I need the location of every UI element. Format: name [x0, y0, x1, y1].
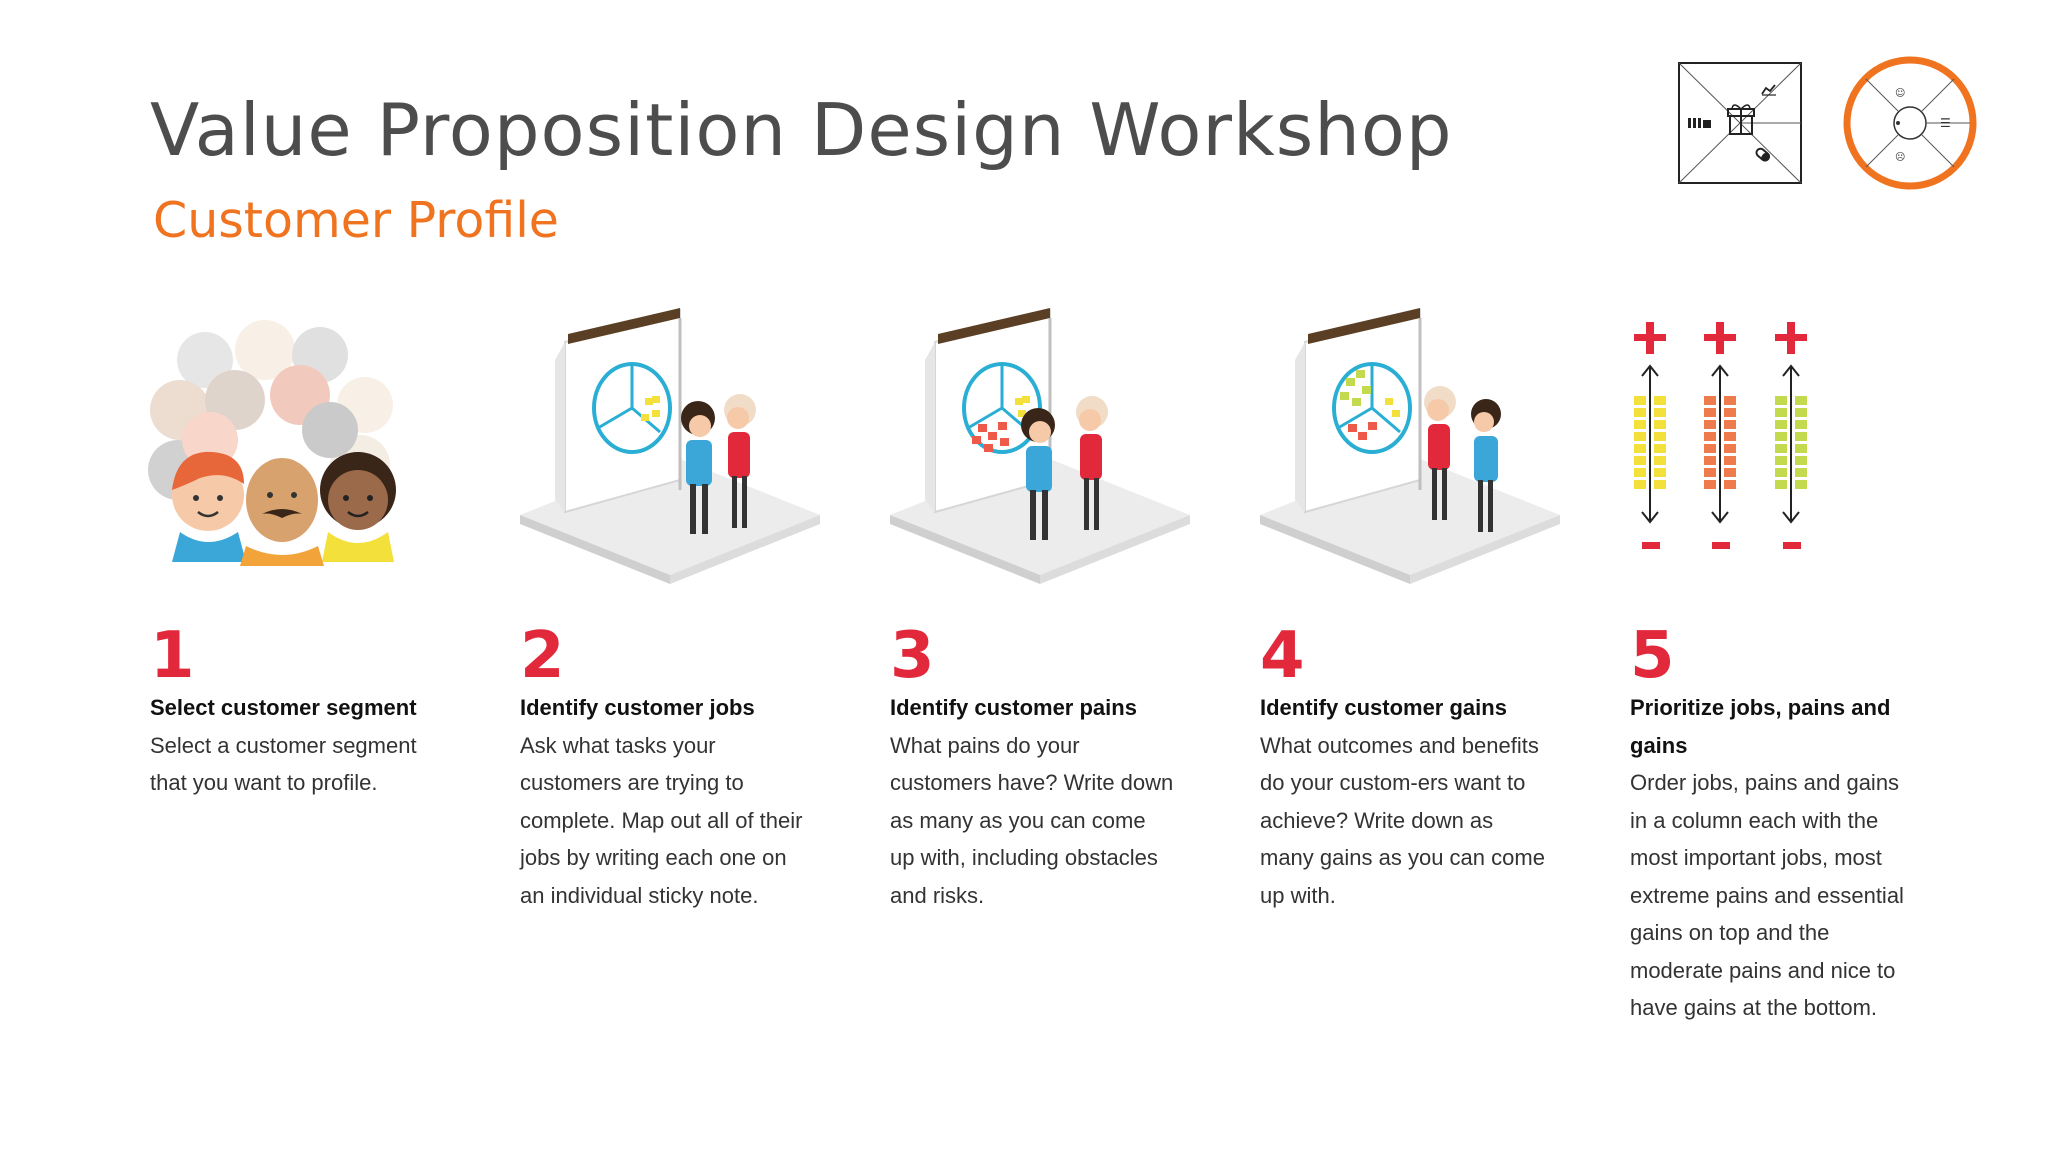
step-description: Ask what tasks your customers are trying…: [520, 732, 803, 908]
customer-profile-icon: ☺ ☹ ☰: [1843, 56, 1977, 190]
step-1-text: Select customer segment Select a custome…: [150, 689, 425, 802]
step-5-text: Prioritize jobs, pains and gains Order j…: [1630, 689, 1910, 1027]
step-number: 1: [150, 619, 195, 693]
value-map-icon: [1678, 62, 1802, 184]
svg-text:☹: ☹: [1895, 152, 1905, 163]
step-number: 3: [890, 619, 935, 693]
step-4-text: Identify customer gains What outcomes an…: [1260, 689, 1545, 914]
plus-icon: [1634, 322, 1807, 354]
svg-text:☰: ☰: [1940, 116, 1951, 130]
step-description: Select a customer segment that you want …: [150, 732, 417, 796]
step-2-text: Identify customer jobs Ask what tasks yo…: [520, 689, 805, 914]
page-subtitle: Customer Profile: [153, 192, 559, 249]
step-number: 2: [520, 619, 565, 693]
flipchart-jobs-illustration: [510, 300, 850, 590]
step-number: 5: [1630, 619, 1675, 693]
svg-text:☺: ☺: [1895, 88, 1905, 99]
step-title: Identify customer gains: [1260, 695, 1507, 720]
step-title: Select customer segment: [150, 695, 417, 720]
page-title: Value Proposition Design Workshop: [150, 88, 1453, 172]
minus-icon: [1642, 542, 1801, 549]
canvas-icons: ☺ ☹ ☰: [1676, 54, 1996, 199]
flipchart-pains-illustration: [880, 300, 1220, 590]
step-description: What pains do your customers have? Write…: [890, 732, 1174, 908]
step-title: Prioritize jobs, pains and gains: [1630, 695, 1891, 758]
flipchart-gains-illustration: [1250, 300, 1590, 590]
customer-crowd-illustration: [140, 300, 480, 590]
step-description: What outcomes and benefits do your custo…: [1260, 732, 1545, 908]
priority-columns-illustration: [1620, 300, 1960, 590]
step-number: 4: [1260, 619, 1305, 693]
step-title: Identify customer jobs: [520, 695, 755, 720]
step-description: Order jobs, pains and gains in a column …: [1630, 770, 1904, 1020]
step-title: Identify customer pains: [890, 695, 1137, 720]
step-3-text: Identify customer pains What pains do yo…: [890, 689, 1175, 914]
